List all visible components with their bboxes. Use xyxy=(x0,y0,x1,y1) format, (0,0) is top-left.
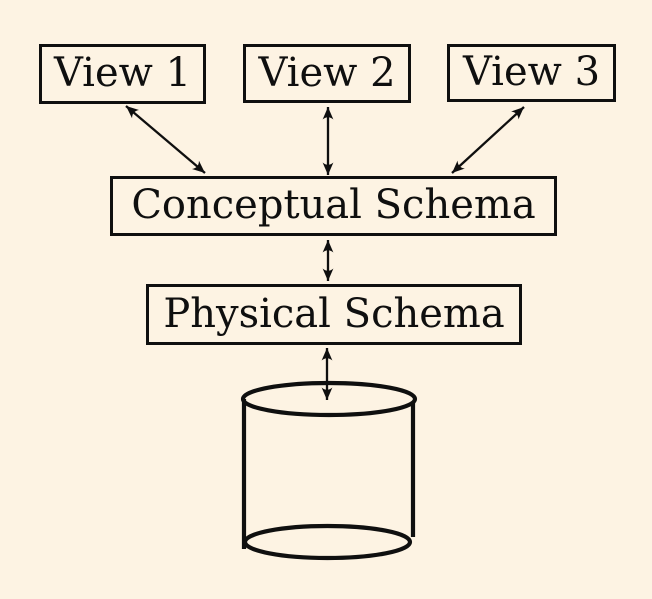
node-view-1: View 1 xyxy=(39,44,206,104)
node-conceptual-schema-label: Conceptual Schema xyxy=(131,182,536,228)
node-view-1-label: View 1 xyxy=(53,50,192,96)
node-view-3-label: View 3 xyxy=(462,49,601,95)
edge-view3-conceptual-double-arrow xyxy=(451,106,525,174)
node-conceptual-schema: Conceptual Schema xyxy=(110,176,557,236)
node-view-2-label: View 2 xyxy=(258,49,396,96)
edge-view1-conceptual-double-arrow xyxy=(125,105,206,174)
node-view-2: View 2 xyxy=(243,44,411,103)
node-view-3: View 3 xyxy=(447,44,616,102)
node-physical-schema-label: Physical Schema xyxy=(163,290,505,337)
node-physical-schema: Physical Schema xyxy=(146,284,522,345)
database-cylinder-icon xyxy=(240,380,418,561)
